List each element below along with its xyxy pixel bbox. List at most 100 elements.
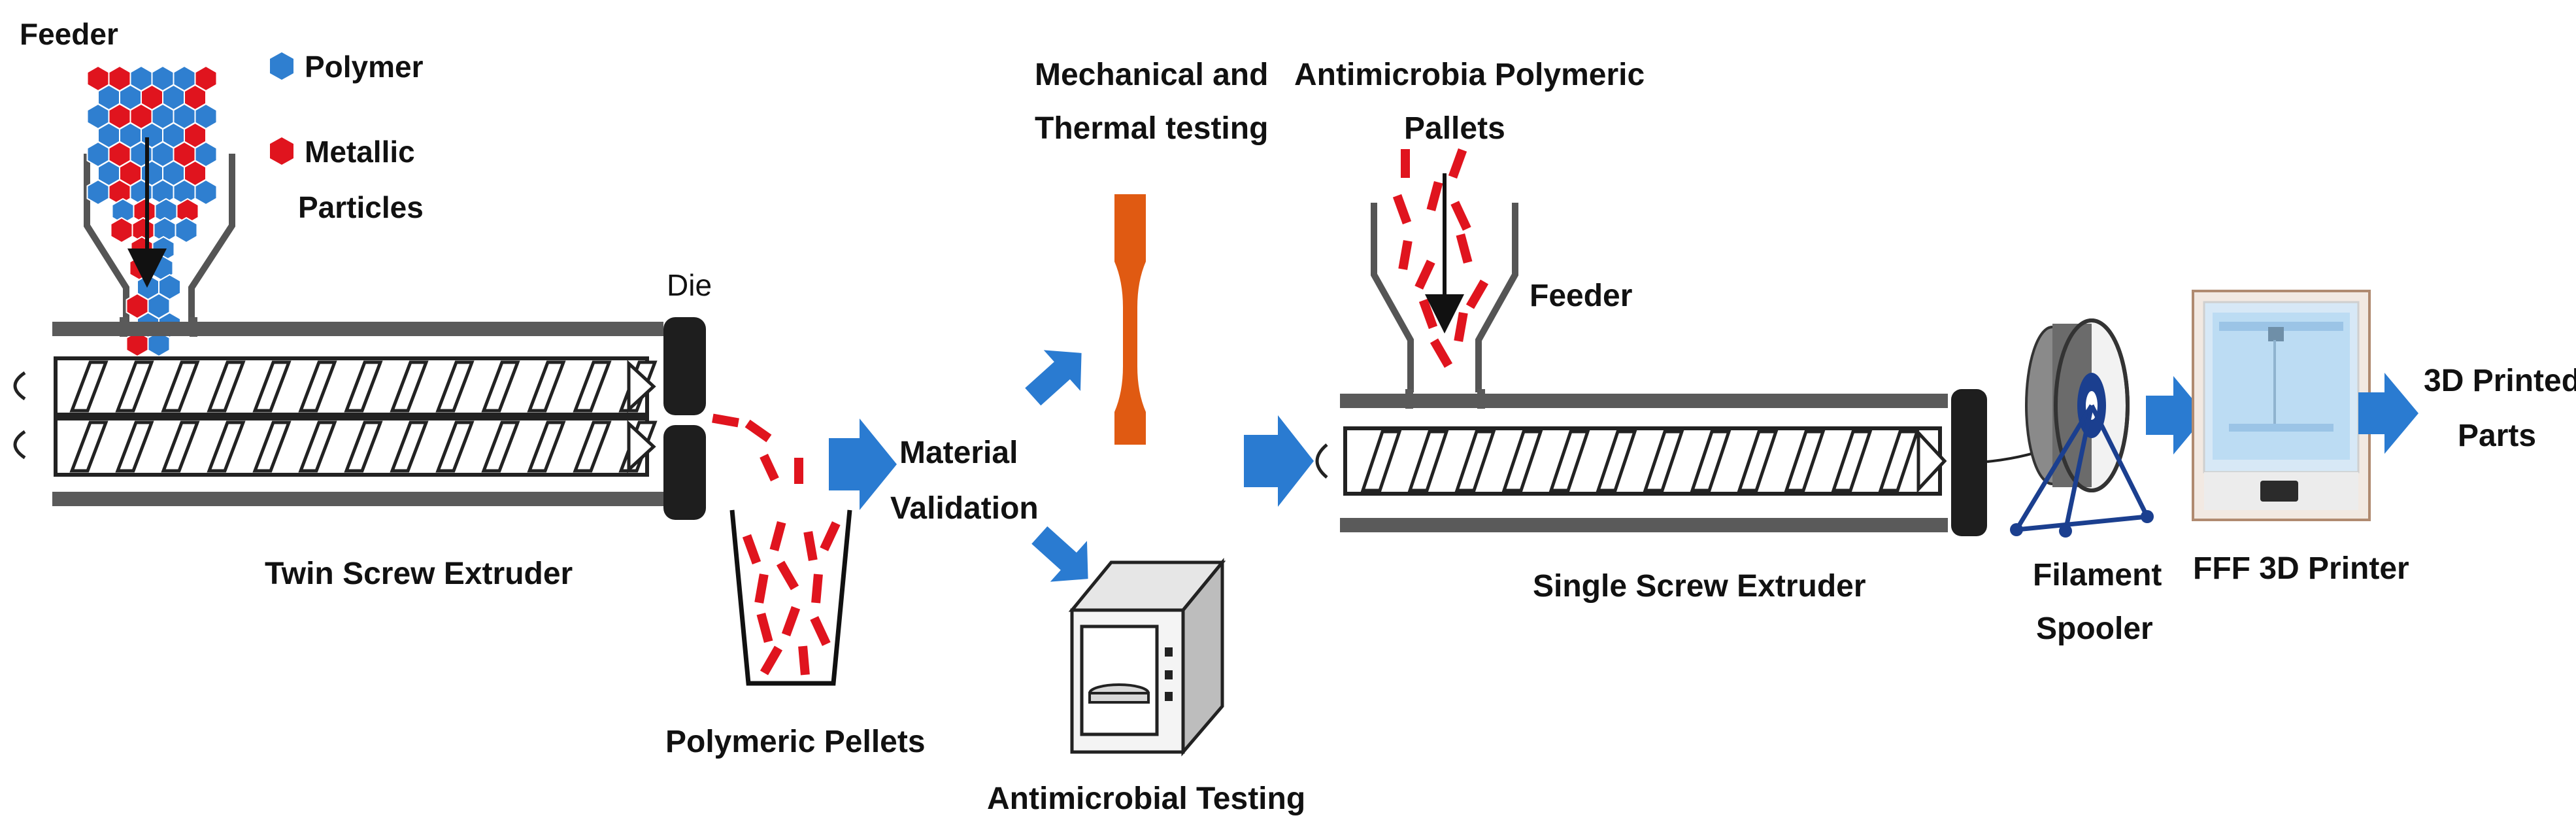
- polymer-particle: [86, 179, 110, 206]
- process-arrow-icon: [1244, 415, 1314, 507]
- screw-flight: [1407, 430, 1449, 492]
- screw-flight: [435, 420, 475, 473]
- polymeric-pellet: [810, 616, 831, 646]
- screw-flight: [298, 360, 337, 413]
- legend-metallic-label: Metallic: [305, 135, 415, 169]
- screw-flight: [344, 360, 383, 413]
- mech-thermal-label: Mechanical and: [1035, 58, 1268, 92]
- legend: Polymer Metallic Particles: [270, 50, 424, 224]
- screw-flight: [435, 360, 475, 413]
- antimicrobial-testing-label: Antimicrobial Testing: [987, 781, 1305, 816]
- screw-flight: [573, 420, 612, 473]
- screw-flight: [1831, 430, 1873, 492]
- antimicrobial-pellet: [1454, 312, 1468, 342]
- polymeric-pellet: [756, 612, 773, 643]
- process-arrow-icon: [2146, 376, 2206, 454]
- screw-flight: [527, 360, 566, 413]
- antimicrobial-pellet: [1456, 233, 1473, 264]
- tensile-specimen-icon: [1114, 194, 1146, 445]
- printer-label: FFF 3D Printer: [2193, 551, 2409, 586]
- polymeric-pellet: [769, 521, 786, 552]
- polymeric-pellet: [754, 574, 769, 604]
- metallic-legend-icon: [270, 137, 293, 165]
- screw-tip: [1916, 428, 1947, 494]
- screw-flight: [481, 420, 520, 473]
- polymeric-pellet: [760, 645, 783, 676]
- screw-flight: [1737, 430, 1779, 492]
- screw-flight: [1454, 430, 1496, 492]
- screw-flight: [69, 420, 109, 473]
- screw-flight: [1596, 430, 1637, 492]
- polymer-legend-icon: [270, 52, 293, 80]
- screw-flight: [1690, 430, 1731, 492]
- polymeric-pellet: [803, 531, 818, 561]
- screw-flight: [1784, 430, 1826, 492]
- polymeric-pellet: [742, 534, 761, 565]
- screw-flight: [344, 420, 383, 473]
- screw-flight: [527, 420, 566, 473]
- antimicrobial-pellet: [1450, 201, 1471, 231]
- polymeric-pellet: [798, 645, 810, 676]
- polymeric-pellets-label: Polymeric Pellets: [665, 725, 926, 759]
- polymeric-pellet: [781, 606, 801, 637]
- screw-flight: [1548, 430, 1590, 492]
- single-screw-label: Single Screw Extruder: [1533, 569, 1866, 604]
- extruded-strand: [712, 413, 803, 484]
- filament-spool-icon: [2010, 318, 2154, 538]
- feeder-right-label: Feeder: [1530, 279, 1632, 313]
- screw-flight: [390, 420, 429, 473]
- screw-flight: [481, 360, 520, 413]
- material-validation-label: Material: [899, 436, 1018, 470]
- polymer-particle: [175, 216, 198, 244]
- incubator-icon: [1068, 558, 1226, 757]
- feeder-hopper-icon: [84, 65, 235, 358]
- filament-spooler-label-2: Spooler: [2036, 611, 2153, 646]
- legend-polymer-label: Polymer: [305, 50, 424, 84]
- screw-flight: [1360, 430, 1402, 492]
- screw-flight: [115, 420, 154, 473]
- single-screw-icon: [1315, 389, 1987, 536]
- antimicrobial-pellet: [1414, 260, 1435, 290]
- polymeric-pellet: [811, 574, 823, 604]
- screw-flight: [1878, 430, 1920, 492]
- printed-parts-label-2: Parts: [2458, 419, 2536, 453]
- screw-flight: [161, 360, 200, 413]
- polymer-particle: [194, 179, 218, 206]
- screw-tip: [627, 420, 656, 473]
- antimicrobial-pellet: [1401, 149, 1410, 178]
- antimicrobial-pellet: [1392, 194, 1412, 225]
- feeder-hopper-icon: [1371, 148, 1518, 392]
- metallic-particle: [110, 216, 133, 244]
- screw-flight: [69, 360, 109, 413]
- antimicrobial-pellet: [1448, 148, 1467, 179]
- legend-metallic-label-2: Particles: [298, 190, 424, 224]
- screw-flight: [573, 360, 612, 413]
- screw-flight: [252, 360, 292, 413]
- twin-screw-icon: [13, 317, 663, 506]
- screw-tip: [627, 360, 656, 413]
- screw-flight: [115, 360, 154, 413]
- process-arrow-icon: [2358, 373, 2418, 454]
- polymeric-pellet: [776, 560, 799, 591]
- filament-spooler-label: Filament: [2033, 558, 2162, 592]
- twin-screw-label: Twin Screw Extruder: [265, 556, 573, 591]
- mech-thermal-label-2: Thermal testing: [1035, 111, 1268, 146]
- antimicrobial-pellet: [1430, 338, 1453, 368]
- 3d-printer-icon: [2192, 290, 2371, 521]
- screw-flight: [1501, 430, 1543, 492]
- screw-flight: [298, 420, 337, 473]
- screw-flight: [207, 420, 246, 473]
- die-label: Die: [667, 268, 712, 302]
- material-validation-label-2: Validation: [890, 491, 1039, 526]
- process-arrow-icon: [1025, 350, 1088, 582]
- die-icon: [663, 317, 706, 520]
- polymeric-pellet: [820, 521, 841, 551]
- antimicrobial-pallets-label-2: Pallets: [1404, 111, 1505, 146]
- screw-flight: [161, 420, 200, 473]
- screw-flight: [1643, 430, 1684, 492]
- screw-flight: [207, 360, 246, 413]
- printed-parts-label: 3D Printed: [2424, 364, 2576, 398]
- screw-flight: [390, 360, 429, 413]
- screw-flight: [252, 420, 292, 473]
